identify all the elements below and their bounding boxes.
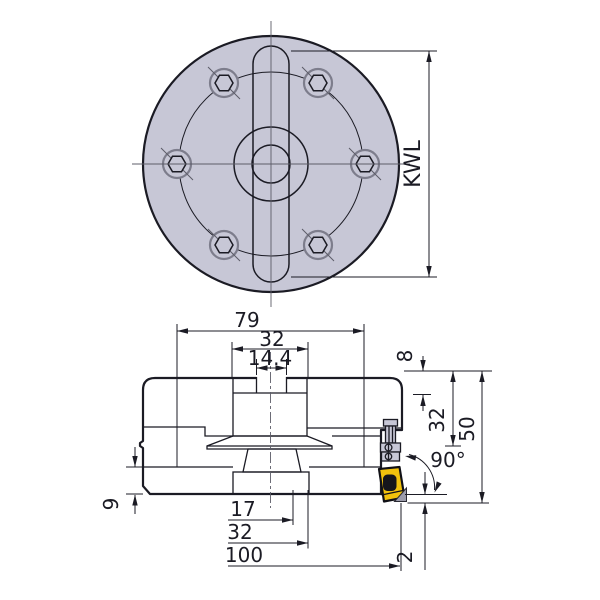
dimension-2: 2 xyxy=(393,472,447,570)
dim-90-label: 90° xyxy=(430,448,465,472)
dimension-32-top: 32 xyxy=(231,327,309,377)
bolt-hole xyxy=(301,228,335,262)
dim-32-bottom-label: 32 xyxy=(227,520,252,544)
hex-socket-icon xyxy=(214,74,234,92)
key-slot-opening xyxy=(256,366,287,393)
crosshair-centerlines xyxy=(132,21,410,307)
dimension-14-4: 14.4 xyxy=(248,346,293,375)
bolt-axis-lines xyxy=(176,324,365,467)
dim-2-label: 2 xyxy=(393,551,417,564)
body-section xyxy=(138,376,404,496)
clamp-block-lower xyxy=(380,451,401,462)
adjust-screw-head xyxy=(382,418,399,427)
dim-14-4-label: 14.4 xyxy=(248,346,293,370)
carbide-insert xyxy=(377,465,407,503)
dimension-kwl: KWL xyxy=(291,50,437,278)
dimension-50: 50 xyxy=(407,371,489,504)
dimension-79: 79 xyxy=(177,308,364,334)
dim-17-label: 17 xyxy=(230,497,255,521)
screw-thread-lines xyxy=(388,426,394,443)
dimension-9: 9 xyxy=(99,447,143,514)
hub-boss xyxy=(232,471,310,495)
insert-edge-line xyxy=(381,489,404,496)
bolt-hole xyxy=(207,228,241,262)
dim-32-right-label: 32 xyxy=(425,407,449,432)
bolt-hole xyxy=(207,66,241,100)
dim-32-top-label: 32 xyxy=(259,327,284,351)
hex-socket-icon xyxy=(308,236,328,254)
dim-79-label: 79 xyxy=(234,308,259,332)
dimension-100: 100 xyxy=(225,503,402,571)
dim-100-label: 100 xyxy=(225,543,263,567)
dim-50-label: 50 xyxy=(455,416,479,441)
dimension-8: 8 xyxy=(393,350,492,411)
dimension-32-bottom: 32 xyxy=(227,490,309,549)
top-view: KWL xyxy=(132,21,437,307)
dimension-90-degrees: 90° xyxy=(405,448,466,493)
dimension-32-right: 32 xyxy=(425,371,461,447)
dim-9-label: 9 xyxy=(99,498,123,511)
hex-socket-icon xyxy=(308,74,328,92)
hex-socket-icon xyxy=(214,236,234,254)
dim-8-label: 8 xyxy=(393,350,417,363)
key-slot-walls xyxy=(233,377,307,394)
body-step-lines xyxy=(143,426,402,468)
adjust-screw-shank xyxy=(384,425,397,444)
kwl-label: KWL xyxy=(401,139,426,187)
section-view: 79 32 14.4 8 32 xyxy=(99,308,492,571)
insert-screw-hole xyxy=(383,474,397,491)
bolt-hole xyxy=(301,66,335,100)
dimension-17: 17 xyxy=(228,490,294,525)
insert-clamp-assembly xyxy=(379,418,402,462)
